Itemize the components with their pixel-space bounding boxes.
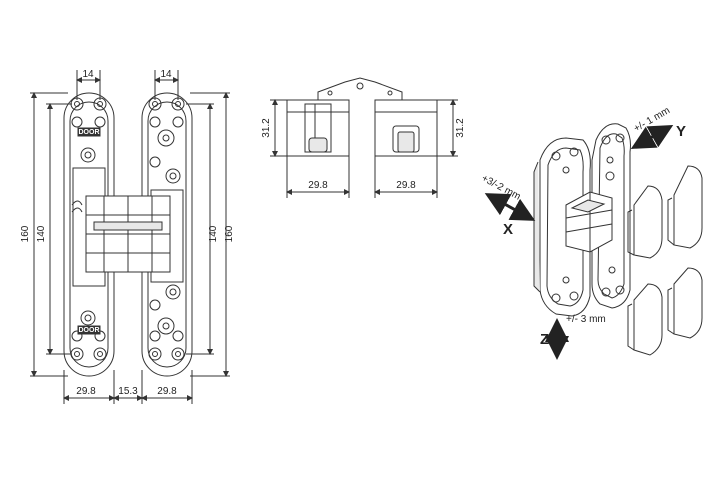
dim-top-left: [76, 70, 101, 100]
dim-label-height-inner-right: 140: [208, 225, 219, 242]
hinge-arm-mechanism: [85, 195, 171, 273]
dim-label-bottom-right: 29.8: [157, 386, 177, 397]
front-view: DOOR DOOR: [20, 69, 235, 404]
dim-label-top-view-width-left: 29.8: [308, 180, 328, 191]
dim-label-bottom-gap: 15.3: [118, 386, 138, 397]
hinge-covers: [627, 165, 703, 356]
door-logo-bottom-left: DOOR: [79, 327, 100, 334]
adjust-x-label: +3/-2 mm: [480, 173, 523, 203]
isometric-view: [484, 123, 703, 360]
dim-top-view: [270, 99, 458, 198]
axis-y-label: Y: [676, 123, 686, 140]
dim-label-top-left: 14: [82, 69, 94, 80]
axis-z-label: Z: [540, 331, 549, 348]
door-logo-top-left: DOOR: [79, 129, 100, 136]
axis-x-arrow: [484, 193, 536, 221]
dim-label-height-outer-left: 160: [20, 225, 31, 242]
dim-label-height-outer-right: 160: [224, 225, 235, 242]
dim-height-right: [186, 92, 230, 377]
dim-top-right: [154, 70, 179, 100]
dim-label-bottom-left: 29.8: [76, 386, 96, 397]
dim-label-top-right: 14: [160, 69, 172, 80]
dim-height-left: [30, 92, 72, 377]
dim-label-height-inner-left: 140: [36, 225, 47, 242]
axis-x-label: X: [503, 221, 513, 238]
top-view: 31.2 31.2 29.8 29.8: [261, 77, 466, 198]
dim-bottom: [63, 370, 193, 404]
dim-label-top-view-width-right: 29.8: [396, 180, 416, 191]
dim-label-top-view-height-right: 31.2: [455, 118, 466, 138]
axis-y-arrow: [630, 125, 674, 149]
dim-label-top-view-height-left: 31.2: [261, 118, 272, 138]
adjust-z-label: +/- 3 mm: [566, 314, 606, 325]
